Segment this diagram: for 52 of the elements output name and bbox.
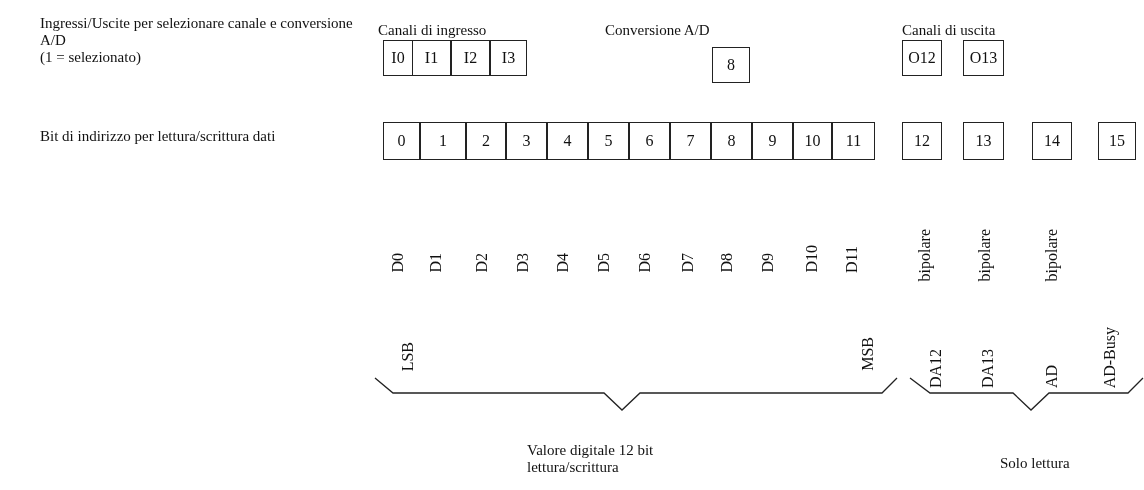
bit-cell: 10 [793,122,832,160]
bit-cell: 1 [420,122,466,160]
bit-name: D3 [515,253,531,273]
bit-cell: 2 [466,122,506,160]
description-text: (1 = selezionato) [40,49,142,66]
bit-cell: 12 [902,122,942,160]
bit-cell: 11 [832,122,875,160]
bit-name: D1 [428,253,444,273]
column-heading: Canali di uscita [902,22,997,39]
bit-name: AD [1044,364,1060,388]
description-text: Ingressi/Uscite per selezionare canale e conversione A/D [40,15,354,49]
bit-cell: I0 [383,40,413,76]
description-text: Bit di indirizzo per lettura/scrittura dati [40,128,277,145]
bit-cell: O13 [963,40,1004,76]
bit-cell: 4 [547,122,588,160]
bit-cell: I3 [490,40,527,76]
column-heading: Conversione A/D [605,22,711,39]
polarity-note: bipolare [977,228,993,281]
bit-name: AD-Busy [1102,326,1118,388]
bracket-caption: Solo lettura [1000,455,1071,472]
column-heading: Canali di ingresso [378,22,488,39]
bit-name: D6 [637,253,653,273]
bit-cell: 6 [629,122,670,160]
bit-name: D7 [680,253,696,273]
bit-name: D4 [555,253,571,273]
bit-cell: 9 [752,122,793,160]
bit-cell: I2 [451,40,490,76]
bit-name: D11 [844,246,860,273]
bracket-caption: Valore digitale 12 bit lettura/scrittura [527,442,655,476]
bit-cell: 8 [711,122,752,160]
bit-name: D9 [760,253,776,273]
bit-order-label: LSB [400,341,416,371]
bit-name: D0 [390,253,406,273]
bit-name: D2 [474,253,490,273]
bit-name: D8 [719,253,735,273]
bit-cell: 0 [383,122,420,160]
polarity-note: bipolare [917,228,933,281]
bit-cell: 3 [506,122,547,160]
bit-name: DA13 [980,348,996,388]
bit-name: DA12 [928,348,944,388]
bit-cell: 14 [1032,122,1072,160]
bit-cell: 13 [963,122,1004,160]
bit-cell: 8 [712,47,750,83]
bit-order-label: MSB [860,337,876,371]
bit-name: D5 [596,253,612,273]
bit-name: D10 [804,245,820,273]
bit-cell: 15 [1098,122,1136,160]
bit-cell: 7 [670,122,711,160]
bit-cell: 5 [588,122,629,160]
bit-cell: O12 [902,40,942,76]
bit-cell: I1 [412,40,451,76]
polarity-note: bipolare [1044,228,1060,281]
